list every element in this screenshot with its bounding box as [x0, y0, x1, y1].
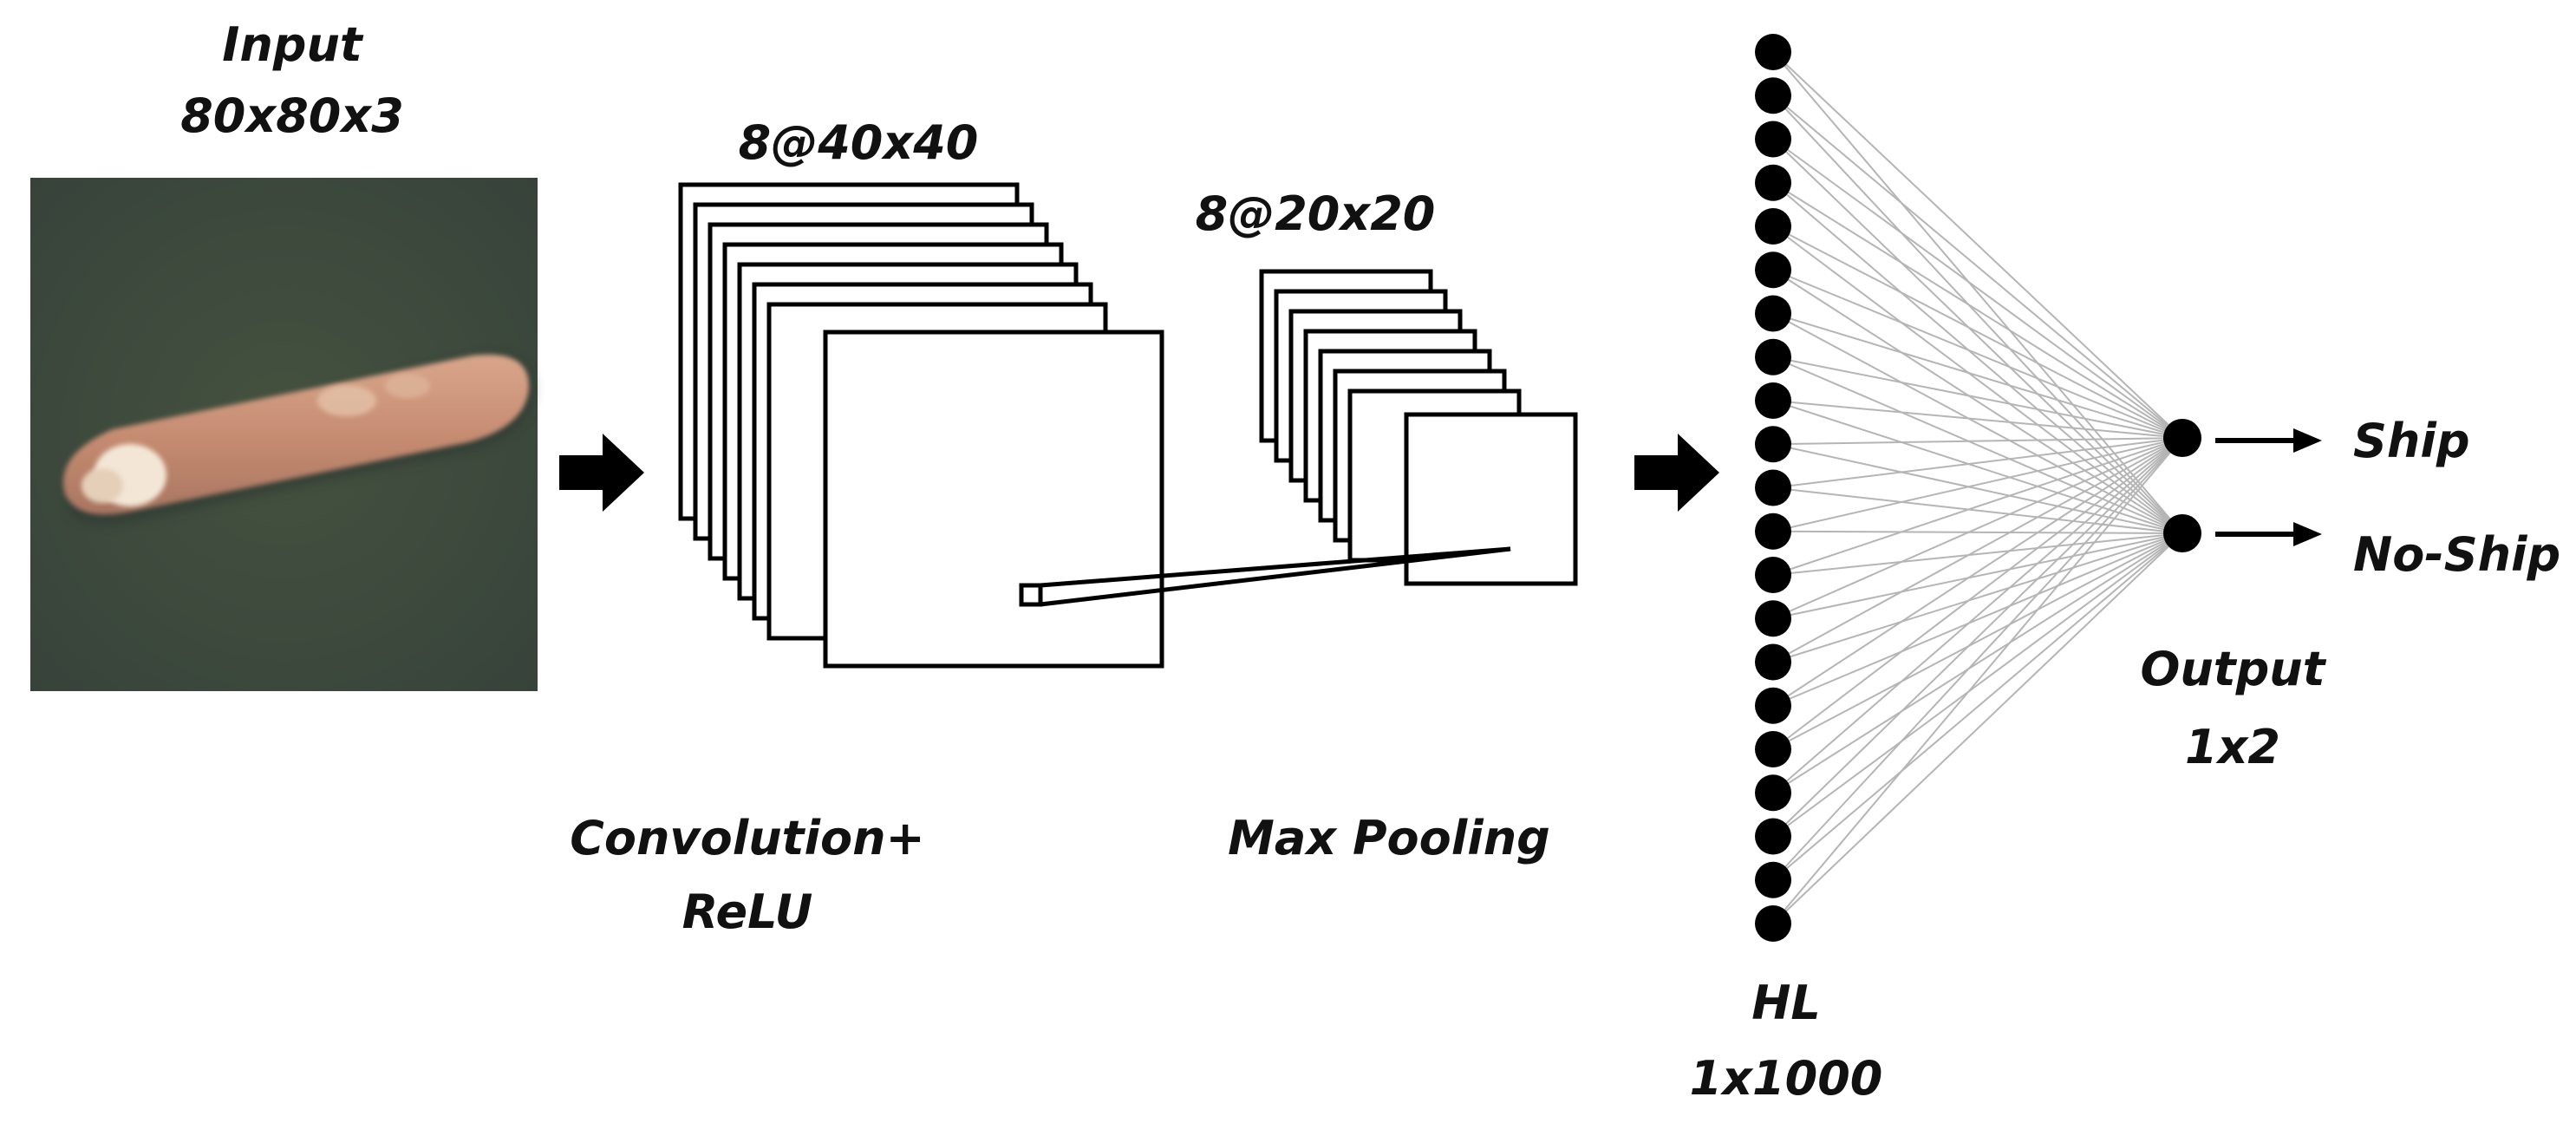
conv-caption-line2: ReLU — [682, 885, 813, 939]
output-class-ship: Ship — [2353, 414, 2470, 468]
fc-connection-line — [1772, 437, 2183, 750]
fc-connection-line — [1772, 225, 2183, 439]
hidden-node — [1755, 208, 1791, 245]
hidden-node — [1755, 426, 1791, 463]
hidden-node — [1755, 818, 1791, 855]
pool-dims-label: 8@20x20 — [1196, 186, 1436, 241]
pool-caption: Max Pooling — [1228, 811, 1550, 865]
fc-connection-line — [1772, 532, 2183, 794]
fc-connection-line — [1772, 138, 2183, 534]
hidden-layer-dims: 1x1000 — [1690, 1051, 1883, 1106]
hidden-node — [1755, 251, 1791, 289]
output-node-no-ship — [2163, 514, 2201, 552]
fc-connection-line — [1772, 312, 2183, 439]
flow-arrow-2 — [1634, 434, 1719, 512]
conv-feature-maps — [678, 182, 1164, 669]
fc-connection-line — [1772, 51, 2183, 534]
fc-connection-line — [1772, 181, 2183, 439]
fc-connection-line — [1772, 138, 2183, 439]
hidden-node — [1755, 600, 1791, 637]
fc-connection-line — [1772, 532, 2183, 707]
hidden-node — [1755, 687, 1791, 724]
fc-connection-line — [1772, 486, 2183, 534]
fc-connection-line — [1772, 437, 2183, 707]
hidden-node — [1755, 643, 1791, 681]
fc-connection-line — [1772, 437, 2183, 663]
fc-connection-line — [1772, 437, 2183, 532]
conv-dims-label: 8@40x40 — [739, 115, 979, 170]
fc-connection-line — [1772, 532, 2183, 924]
fc-connection-line — [1772, 437, 2183, 576]
input-ship-image — [30, 178, 538, 691]
output-class-no-ship: No-Ship — [2353, 527, 2560, 582]
receptive-field-box — [1019, 583, 1043, 607]
input-title: Input — [222, 17, 364, 72]
fc-connection-line — [1772, 437, 2183, 794]
hidden-node — [1755, 121, 1791, 158]
fc-connection-line — [1772, 532, 2183, 663]
hidden-layer-label: HL — [1751, 976, 1821, 1030]
fc-connection-line — [1772, 437, 2183, 881]
conv-caption-line1: Convolution+ — [570, 811, 925, 865]
input-dims: 80x80x3 — [180, 88, 404, 143]
hidden-node — [1755, 382, 1791, 419]
hidden-node — [1755, 469, 1791, 506]
hidden-node — [1755, 34, 1791, 70]
fc-connection-lines — [1772, 51, 2183, 924]
fc-connection-line — [1772, 312, 2183, 534]
fc-connection-line — [1772, 400, 2183, 439]
fc-connection-line — [1772, 437, 2183, 446]
hidden-node — [1755, 861, 1791, 898]
hidden-node — [1755, 905, 1791, 942]
fc-connection-line — [1772, 95, 2183, 439]
fc-connection-line — [1772, 437, 2183, 489]
fc-connection-line — [1772, 51, 2183, 439]
fc-connection-line — [1772, 437, 2183, 838]
hidden-node — [1755, 338, 1791, 375]
output-class-arrows — [2215, 428, 2322, 546]
fc-connection-line — [1772, 356, 2183, 439]
output-layer-dims: 1x2 — [2185, 720, 2280, 774]
fc-connection-line — [1772, 269, 2183, 439]
fc-connection-line — [1772, 530, 2183, 534]
fc-connection-line — [1772, 532, 2183, 838]
output-layer-label: Output — [2140, 642, 2326, 696]
output-node-ship — [2163, 419, 2201, 457]
hidden-node — [1755, 513, 1791, 550]
fc-connection-line — [1772, 437, 2183, 924]
pool-feature-maps — [1259, 269, 1578, 586]
output-layer-nodes — [2163, 419, 2201, 552]
flow-arrow-1 — [559, 434, 644, 512]
hidden-node — [1755, 77, 1791, 114]
hidden-node — [1755, 295, 1791, 332]
fc-connection-line — [1772, 532, 2183, 576]
pooling-mapping-lines — [1040, 546, 1511, 607]
hidden-node — [1755, 774, 1791, 812]
fc-connection-line — [1772, 532, 2183, 881]
fc-connection-line — [1772, 532, 2183, 750]
hidden-node — [1755, 731, 1791, 767]
hidden-node — [1755, 557, 1791, 593]
fc-connection-line — [1772, 437, 2183, 620]
hidden-node — [1755, 164, 1791, 201]
fc-connection-line — [1772, 532, 2183, 620]
hidden-layer-nodes — [1755, 34, 1791, 942]
